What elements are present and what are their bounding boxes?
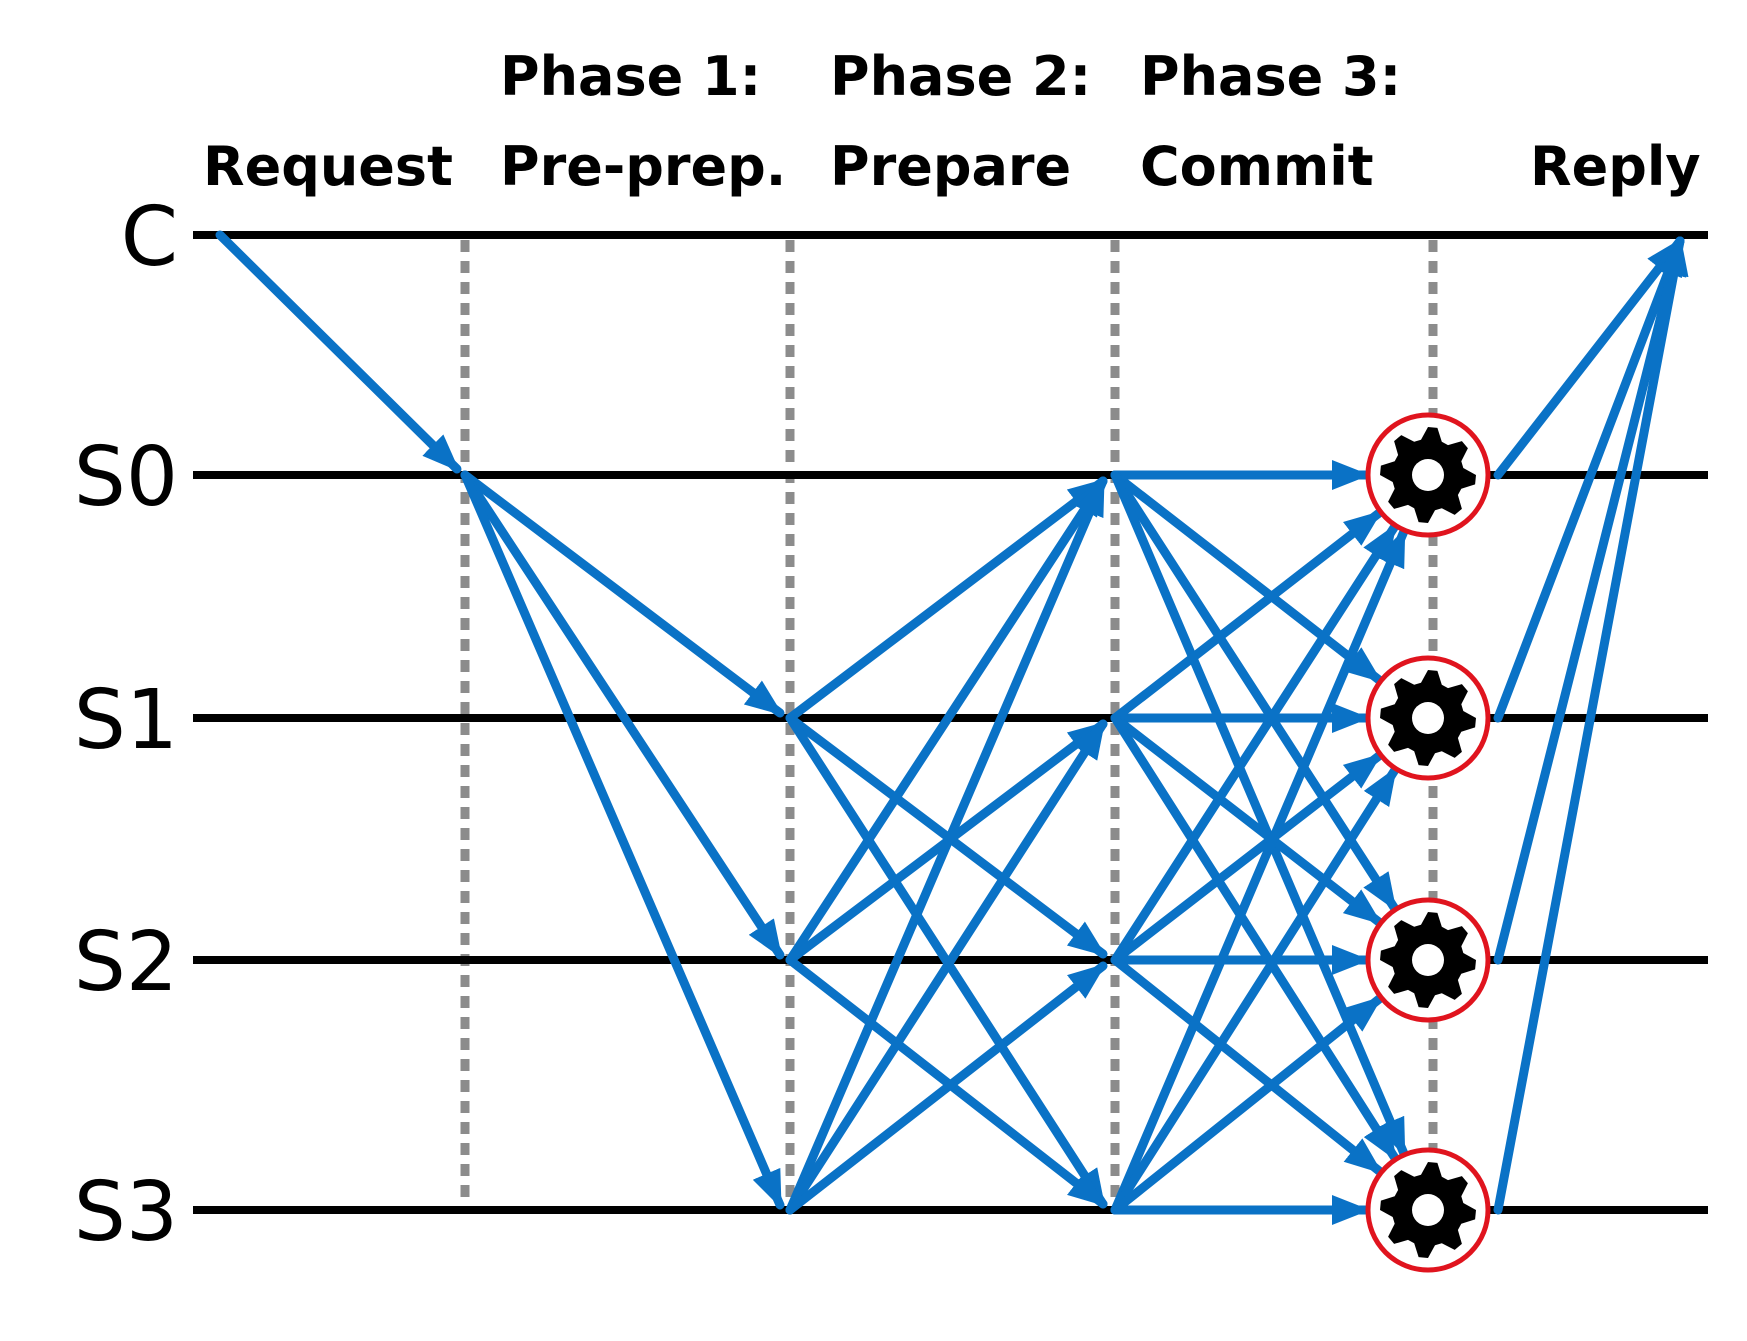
preprepare-arrow-s0-s2 bbox=[460, 470, 785, 960]
reply-arrow-s3-c bbox=[1493, 236, 1689, 1215]
reply-arrow-s1-c bbox=[1493, 236, 1685, 723]
commit-arrow-s2-s0 bbox=[1110, 522, 1399, 965]
phase-headers: Request Phase 1: Pre-prep. Phase 2: Prep… bbox=[203, 45, 1701, 198]
gear-hub bbox=[1412, 944, 1444, 976]
commit-arrow-s2-s1 bbox=[1110, 751, 1384, 965]
phase-1-title: Phase 1: bbox=[500, 45, 761, 108]
node-label-s1: S1 bbox=[74, 673, 178, 768]
commit-arrow-s3-s1 bbox=[1110, 765, 1400, 1215]
phase-reply-label: Reply bbox=[1530, 135, 1701, 198]
node-label-c: C bbox=[121, 190, 178, 285]
commit-arrow-s3-s2 bbox=[1110, 994, 1385, 1215]
gear-hub bbox=[1412, 702, 1444, 734]
commit-arrow-s1-s0 bbox=[1110, 508, 1384, 723]
node-label-s0: S0 bbox=[74, 430, 178, 525]
commit-arrow-s1-s2 bbox=[1110, 713, 1384, 927]
prepare-arrow-s2-s0 bbox=[785, 476, 1108, 965]
prepare-arrow-s3-s0 bbox=[785, 476, 1108, 1215]
phase-request-label: Request bbox=[203, 135, 453, 198]
preprepare-arrow-s0-s3 bbox=[460, 470, 785, 1210]
prepare-arrow-s2-s3 bbox=[785, 955, 1108, 1209]
execute-marker-s3 bbox=[1365, 1147, 1491, 1273]
prepare-arrow-s3-s2 bbox=[785, 961, 1108, 1215]
execute-marker-s2 bbox=[1365, 897, 1491, 1023]
gear-hub bbox=[1412, 1194, 1444, 1226]
phase-3-title: Phase 3: bbox=[1140, 45, 1401, 108]
execute-marker-s0 bbox=[1365, 412, 1491, 538]
reply-arrow-s2-c bbox=[1493, 236, 1687, 965]
prepare-arrow-s3-s1 bbox=[785, 719, 1108, 1215]
node-labels: C S0 S1 S2 S3 bbox=[74, 190, 178, 1260]
execute-markers bbox=[1365, 412, 1491, 1273]
phase-dividers bbox=[460, 240, 1438, 1210]
phase-2-label: Prepare bbox=[830, 135, 1071, 198]
commit-arrow-s3-s0 bbox=[1110, 527, 1409, 1215]
preprepare-arrow-s0-s1 bbox=[460, 470, 785, 718]
prepare-arrow-s1-s0 bbox=[785, 476, 1108, 723]
commit-arrow-s1-s3 bbox=[1110, 713, 1400, 1163]
request-arrow-c-s0 bbox=[215, 230, 462, 474]
node-label-s2: S2 bbox=[74, 915, 178, 1010]
gear-hub bbox=[1412, 459, 1444, 491]
phase-2-title: Phase 2: bbox=[830, 45, 1091, 108]
commit-arrow-s0-s1 bbox=[1110, 470, 1384, 685]
execute-marker-s1 bbox=[1365, 655, 1491, 781]
commit-arrow-s2-s3 bbox=[1110, 955, 1385, 1176]
node-label-s3: S3 bbox=[74, 1165, 178, 1260]
phase-3-label: Commit bbox=[1140, 135, 1374, 198]
commit-arrow-s0-s3 bbox=[1110, 470, 1409, 1158]
phase-1-label: Pre-prep. bbox=[500, 135, 786, 198]
reply-arrow-s0-c bbox=[1493, 236, 1685, 480]
message-arrows bbox=[215, 230, 1689, 1225]
